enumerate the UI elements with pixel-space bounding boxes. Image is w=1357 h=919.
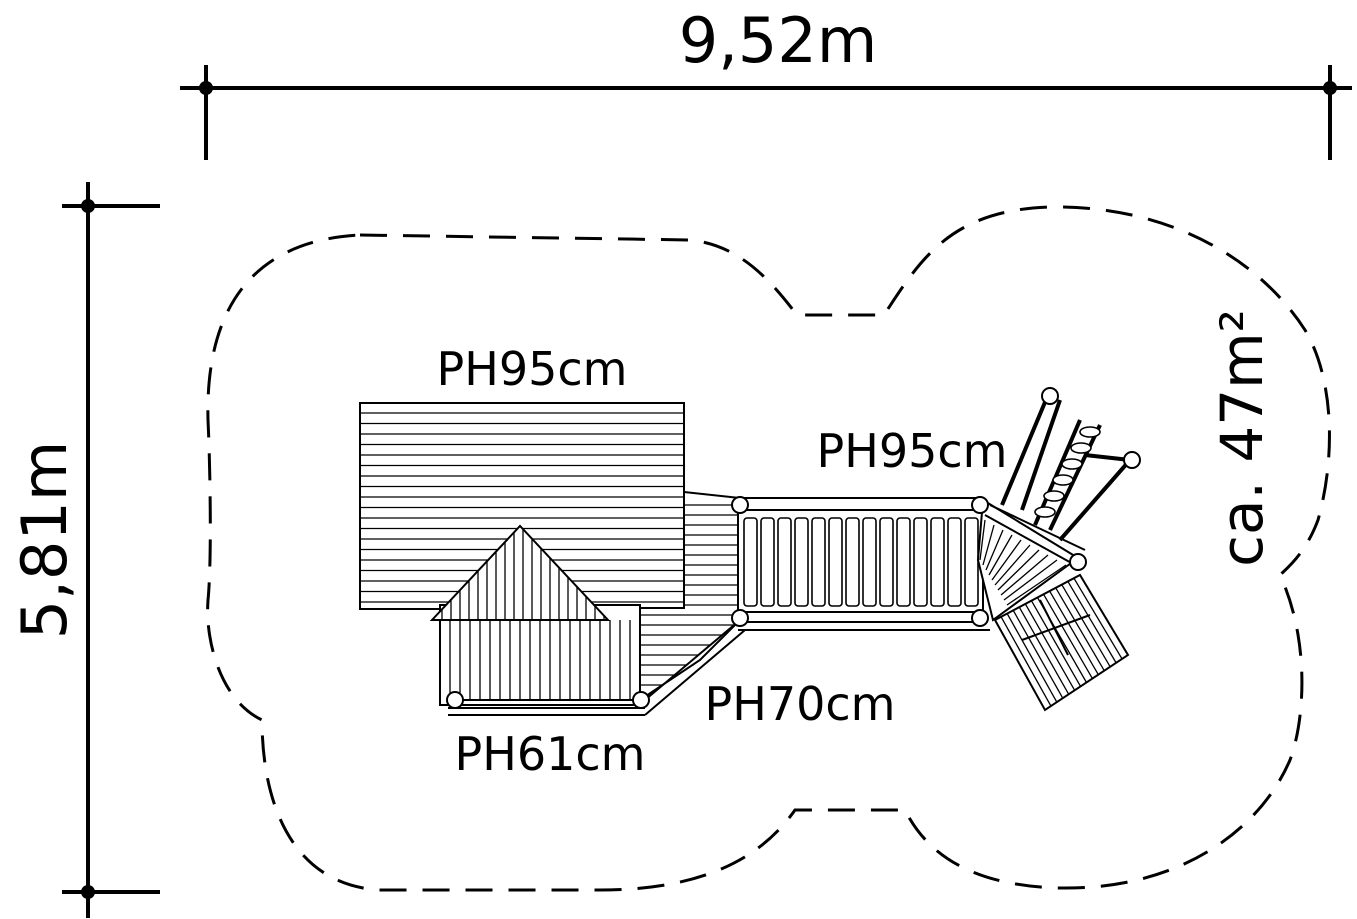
- width-dimension: [180, 65, 1352, 160]
- area-label: ca. 47m²: [1208, 309, 1276, 567]
- label-right-tower-height: PH95cm: [817, 424, 1008, 478]
- house-bottom-rail: [448, 619, 746, 716]
- height-label: 5,81m: [8, 441, 81, 639]
- climbing-ladder: [1000, 387, 1141, 542]
- safety-area-outline: [206, 205, 1331, 892]
- right-platform: [976, 498, 1086, 622]
- posts: [446, 496, 1087, 709]
- width-label: 9,52m: [679, 4, 877, 77]
- height-dimension: [62, 182, 160, 918]
- label-bridge-height: PH70cm: [705, 677, 896, 731]
- label-left-tower-height: PH95cm: [437, 342, 628, 396]
- small-house: [429, 524, 641, 706]
- slide: [993, 573, 1130, 712]
- label-house-height: PH61cm: [455, 727, 646, 781]
- bridge-deck: [737, 497, 990, 631]
